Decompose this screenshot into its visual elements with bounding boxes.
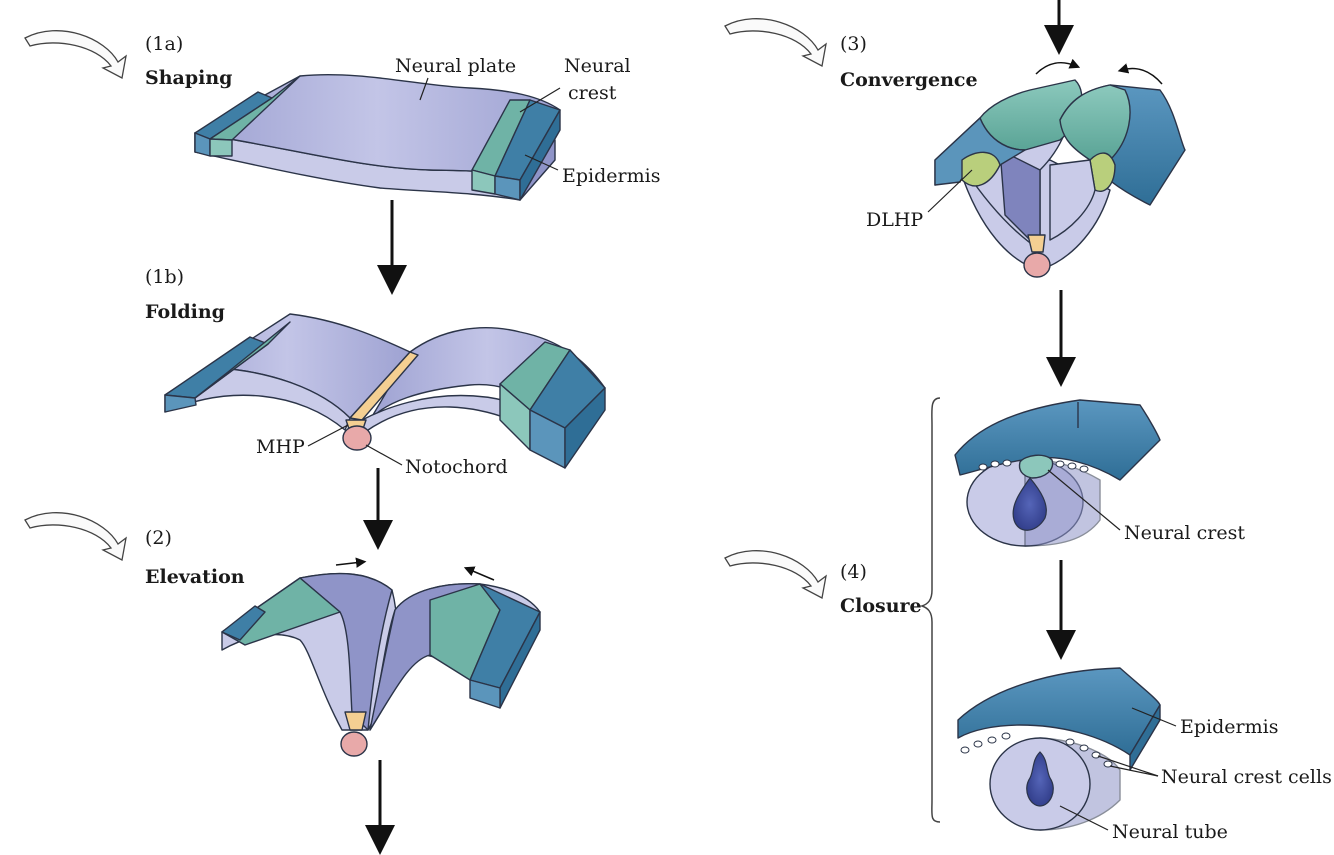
leader-neural-tube (1059, 805, 1109, 831)
title-shaping: Shaping (145, 67, 232, 89)
step-1a: (1a) (145, 33, 183, 55)
pointer-arrow-2 (24, 512, 127, 561)
leader-neural-crest-cells-2 (1109, 765, 1159, 777)
leader-dlhp (927, 169, 973, 213)
label-neural-crest-cells: Neural crest cells (1161, 766, 1332, 788)
closure-bracket (919, 397, 941, 823)
leader-epidermis-4 (1131, 707, 1177, 727)
label-epidermis-1a: Epidermis (562, 165, 660, 187)
shaping-plate (194, 73, 561, 201)
step-4: (4) (840, 561, 867, 583)
pointer-arrow-1a (24, 30, 127, 79)
elevation-plate (221, 572, 541, 757)
pointer-arrow-3 (724, 18, 827, 67)
label-mhp: MHP (256, 436, 305, 458)
convergence-arrow-left-3 (1035, 58, 1081, 75)
leader-notochord (365, 444, 403, 466)
pointer-arrow-4 (724, 550, 827, 599)
label-neural-crest-line2: crest (568, 82, 617, 104)
leader-neural-crest-1a (519, 87, 561, 113)
title-convergence: Convergence (840, 69, 978, 91)
step-2: (2) (145, 527, 172, 549)
title-elevation: Elevation (145, 566, 245, 588)
folding-plate (164, 313, 606, 469)
convergence-arrow-left-2 (335, 557, 367, 568)
leader-neural-crest-4 (1047, 469, 1121, 531)
convergence-arrow-right-2 (463, 566, 495, 581)
step-1b: (1b) (145, 266, 184, 288)
label-neural-crest-4: Neural crest (1124, 522, 1245, 544)
step-3: (3) (840, 33, 867, 55)
leader-neural-crest-cells-1 (1097, 755, 1159, 777)
title-folding: Folding (145, 301, 225, 323)
title-closure: Closure (840, 595, 922, 617)
convergence-plate (934, 79, 1186, 278)
label-neural-crest-line1: Neural (564, 55, 631, 77)
convergence-arrow-right-3 (1117, 63, 1163, 85)
leader-neural-plate (419, 77, 429, 101)
label-notochord: Notochord (405, 456, 508, 478)
label-neural-tube: Neural tube (1112, 821, 1228, 843)
closure-bottom (957, 667, 1161, 831)
label-dlhp: DLHP (866, 209, 923, 231)
leader-mhp (307, 424, 349, 447)
leader-epidermis-1a (524, 154, 559, 171)
label-epidermis-4: Epidermis (1180, 716, 1278, 738)
label-neural-plate: Neural plate (395, 55, 516, 77)
closure-top (954, 399, 1161, 547)
